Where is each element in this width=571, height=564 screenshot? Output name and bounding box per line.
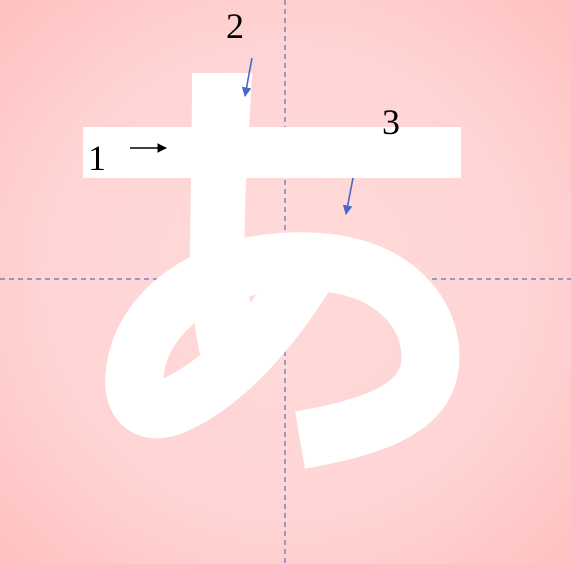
- stroke-number-3: 3: [382, 102, 400, 142]
- stroke-1-horizontal-bar: [83, 127, 461, 178]
- glyph-a: [83, 73, 461, 469]
- stroke-number-2: 2: [226, 6, 244, 46]
- stroke-number-1: 1: [88, 138, 106, 178]
- stroke-3-direction-arrow: [342, 177, 354, 215]
- stroke-2-direction-arrow: [241, 57, 253, 97]
- stroke-3-loop: [105, 232, 460, 469]
